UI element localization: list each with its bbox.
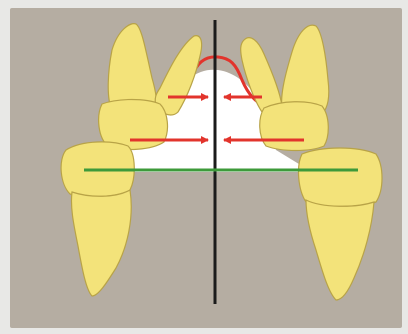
right-premolar [260, 102, 329, 151]
right-molar-crown [299, 148, 382, 207]
